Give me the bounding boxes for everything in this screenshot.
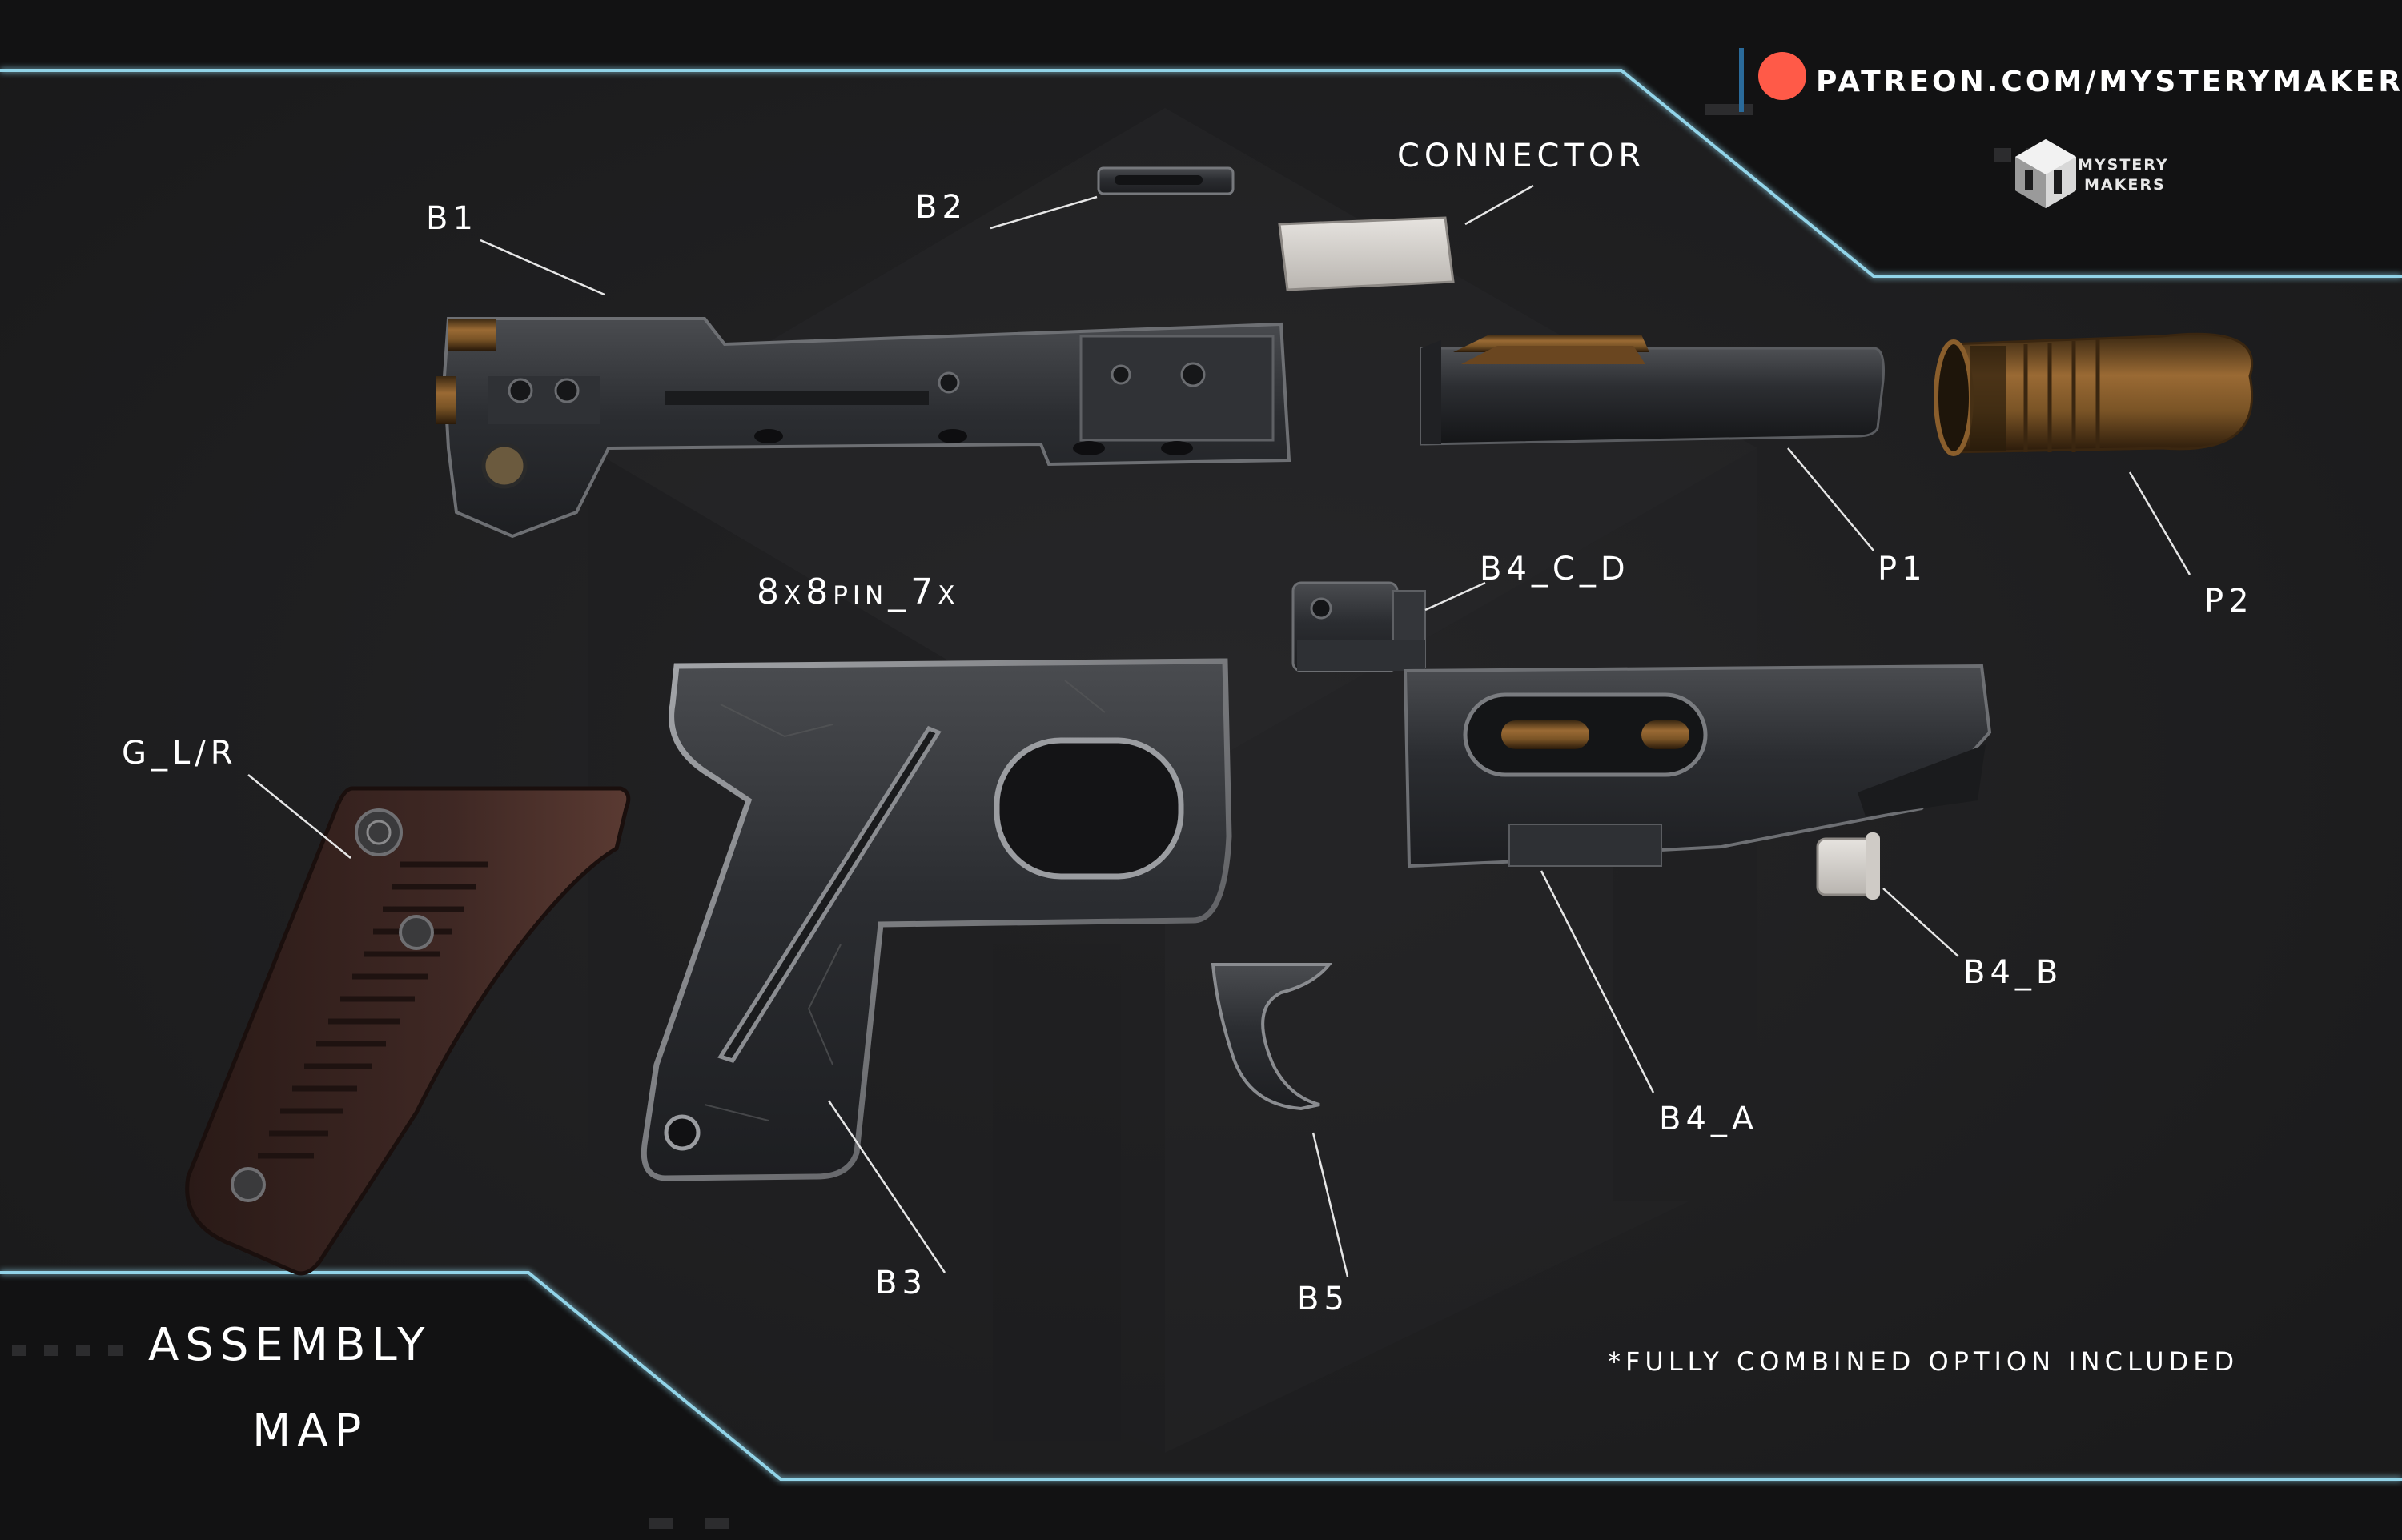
mystery-makers-logo-icon — [2014, 138, 2078, 210]
label-b5: B5 — [1297, 1281, 1349, 1317]
brand-name-line2: MAKERS — [2084, 176, 2166, 194]
patreon-dot-icon — [1758, 52, 1806, 100]
label-b4-a: B4_A — [1659, 1101, 1758, 1137]
combined-option-note: *FULLY COMBINED OPTION INCLUDED — [1608, 1346, 2239, 1377]
label-b2: B2 — [915, 189, 967, 226]
label-connector: CONNECTOR — [1397, 138, 1645, 174]
assembly-map-title-line1: ASSEMBLY — [148, 1319, 432, 1371]
label-b4-b: B4_B — [1963, 954, 2063, 991]
label-pin: 8x8pin_7x — [757, 571, 959, 612]
label-b3: B3 — [875, 1265, 927, 1301]
label-p1: P1 — [1878, 551, 1927, 588]
assembly-map-title-line2: MAP — [252, 1405, 368, 1457]
label-p2: P2 — [2204, 583, 2254, 620]
label-b1: B1 — [426, 200, 478, 237]
label-g-l-r: G_L/R — [122, 735, 238, 772]
brand-name-line1: MYSTERY — [2078, 156, 2169, 174]
patreon-url[interactable]: PATREON.COM/MYSTERYMAKERS — [1816, 66, 2402, 98]
label-b4-c-d: B4_C_D — [1480, 551, 1630, 588]
